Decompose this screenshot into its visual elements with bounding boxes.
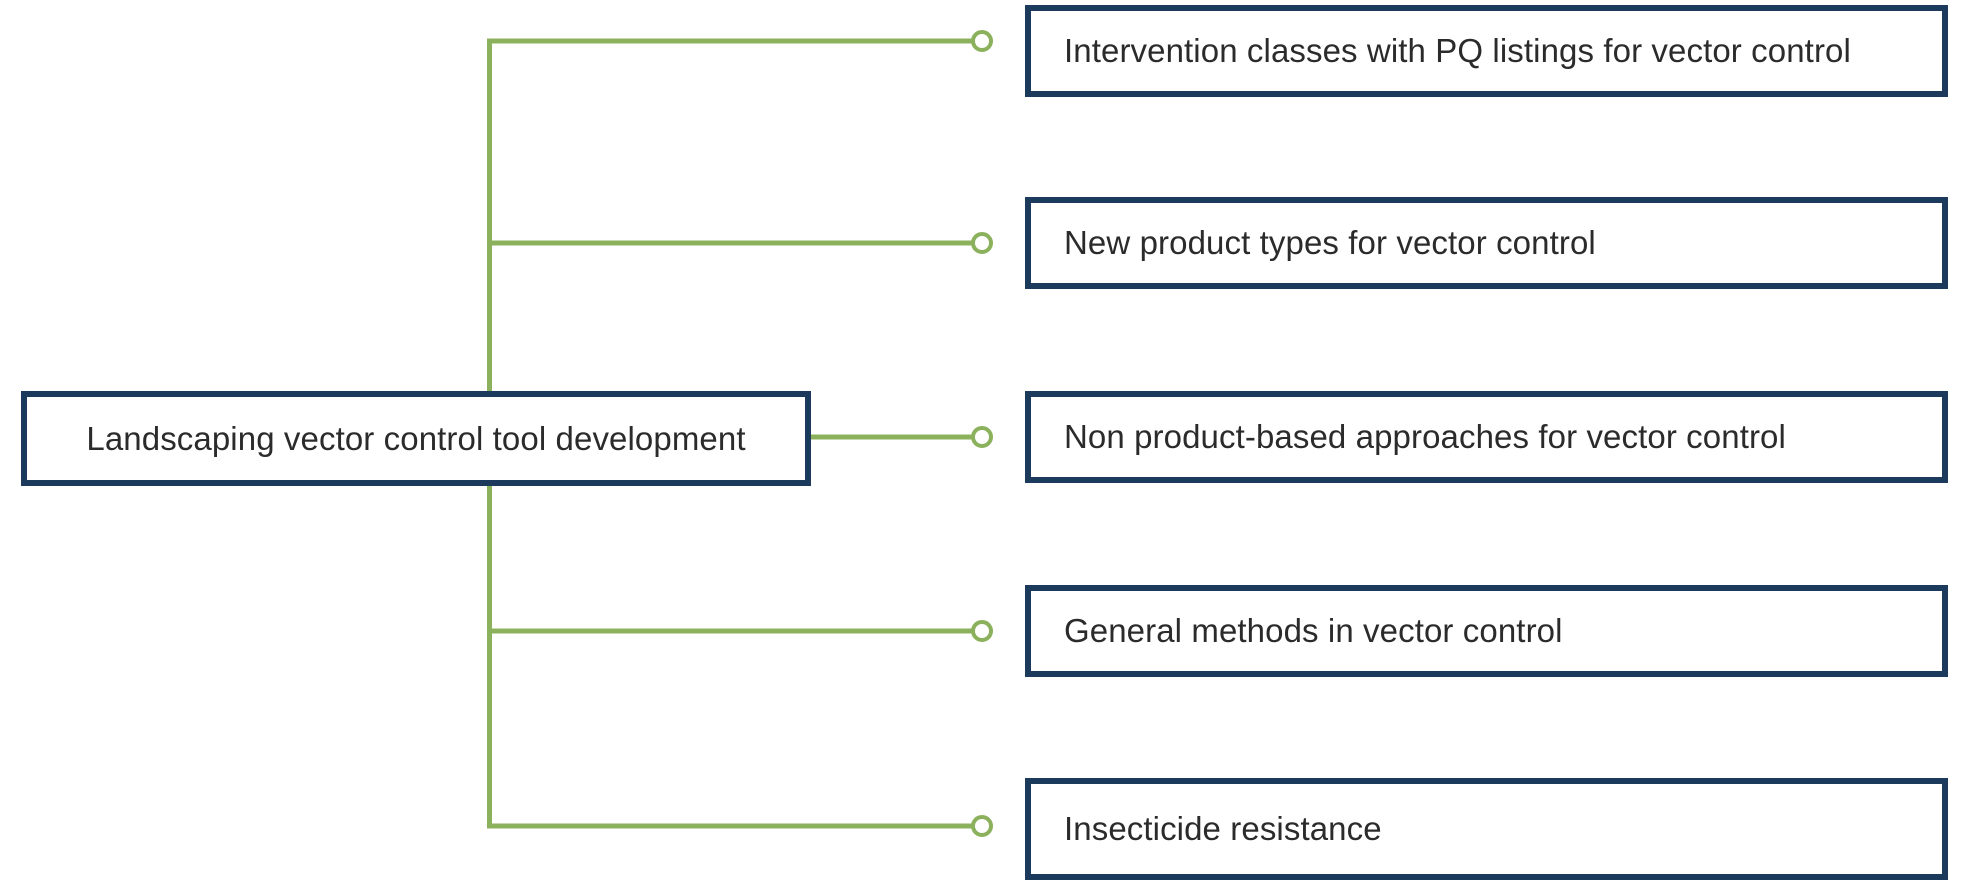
child-node-label: Non product-based approaches for vector … <box>1064 418 1786 456</box>
child-node-general-methods[interactable]: General methods in vector control <box>1025 585 1948 677</box>
child-node-label: Insecticide resistance <box>1064 810 1382 848</box>
child-node-insecticide-resistance[interactable]: Insecticide resistance <box>1025 778 1948 880</box>
connector-dot-2 <box>971 426 993 448</box>
child-node-label: General methods in vector control <box>1064 612 1563 650</box>
child-node-label: New product types for vector control <box>1064 224 1596 262</box>
child-node-new-product-types[interactable]: New product types for vector control <box>1025 197 1948 289</box>
connector-dot-0 <box>971 30 993 52</box>
root-node[interactable]: Landscaping vector control tool developm… <box>21 391 811 486</box>
child-node-intervention-classes[interactable]: Intervention classes with PQ listings fo… <box>1025 5 1948 97</box>
root-node-label: Landscaping vector control tool developm… <box>86 419 746 457</box>
connector-dot-1 <box>971 232 993 254</box>
child-node-non-product-based-approaches[interactable]: Non product-based approaches for vector … <box>1025 391 1948 483</box>
child-node-label: Intervention classes with PQ listings fo… <box>1064 32 1851 70</box>
connector-dot-3 <box>971 620 993 642</box>
connector-dot-4 <box>971 815 993 837</box>
